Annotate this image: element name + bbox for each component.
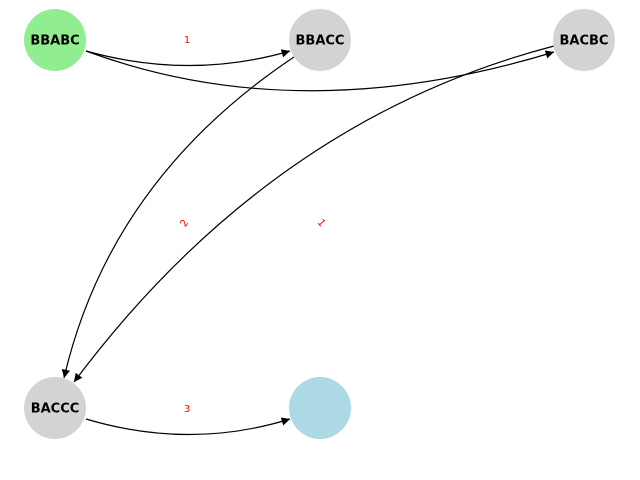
node-bbacc: BBACC (289, 9, 351, 71)
edge-bbacc-baccc (61, 56, 295, 379)
node-baccc-label: BACCC (31, 402, 80, 417)
node-bbacc-circle (289, 9, 351, 71)
node-bbabc-circle (24, 9, 86, 71)
edge-label-bacbc-baccc: 1 (315, 217, 328, 229)
node-bbabc: BBABC (24, 9, 86, 71)
node-bbacc-label: BBACC (296, 34, 345, 49)
edge-label-bbacc-baccc: 2 (179, 218, 192, 230)
node-bacbc: BACBC (553, 9, 615, 71)
node-baccc: BACCC (24, 377, 86, 439)
edge-bbabc-bbacc (85, 49, 291, 67)
node-bbabc-label: BBABC (30, 34, 79, 49)
edge-bacbc-baccc (73, 45, 555, 383)
edge-bbabc-bacbc (85, 50, 555, 92)
edge-label-bbabc-bbacc: 1 (184, 35, 190, 46)
node-baccc-circle (24, 377, 86, 439)
node-bacbc-label: BACBC (560, 34, 609, 49)
node-target (289, 377, 351, 439)
node-bacbc-circle (553, 9, 615, 71)
edge-label-baccc-target: 3 (184, 404, 190, 415)
node-target-circle (289, 377, 351, 439)
edge-baccc-target (85, 417, 291, 436)
